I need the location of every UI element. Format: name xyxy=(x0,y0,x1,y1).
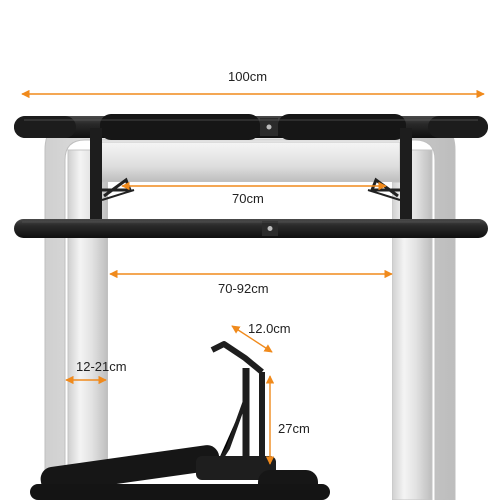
side-bracket-view xyxy=(30,341,330,500)
lower-bar-tube xyxy=(14,219,488,238)
side-bracket-left-foam xyxy=(40,445,220,493)
top-bar-left-grip xyxy=(14,116,76,138)
left-hook-brace xyxy=(101,189,135,201)
label-overall-length: 100cm xyxy=(228,69,268,84)
door-frame-left-post xyxy=(67,149,109,500)
top-bar-right-grip xyxy=(428,116,488,138)
label-bracket-height: 27cm xyxy=(278,421,310,436)
door-frame xyxy=(44,119,456,500)
top-bar xyxy=(14,114,488,140)
lower-bar-screw-icon xyxy=(267,226,273,231)
dimension-lines xyxy=(21,89,485,465)
side-bracket-crossbar xyxy=(196,456,276,480)
label-inner-width: 70cm xyxy=(232,191,264,206)
door-frame-lintel xyxy=(99,141,401,183)
top-bar-right-foam xyxy=(278,114,406,140)
dimension-bracket-depth xyxy=(231,325,273,353)
left-bracket xyxy=(90,128,102,228)
right-hook-brace xyxy=(367,189,401,201)
right-bracket xyxy=(400,128,412,228)
label-frame-thickness: 12-21cm xyxy=(76,359,127,374)
lower-bar xyxy=(14,219,488,238)
top-bar-screw-icon xyxy=(266,124,272,130)
label-bracket-depth: 12.0cm xyxy=(248,321,291,336)
top-bar-left-foam xyxy=(100,114,260,140)
label-door-width: 70-92cm xyxy=(218,281,269,296)
side-bracket-bottom-bar xyxy=(30,484,330,500)
